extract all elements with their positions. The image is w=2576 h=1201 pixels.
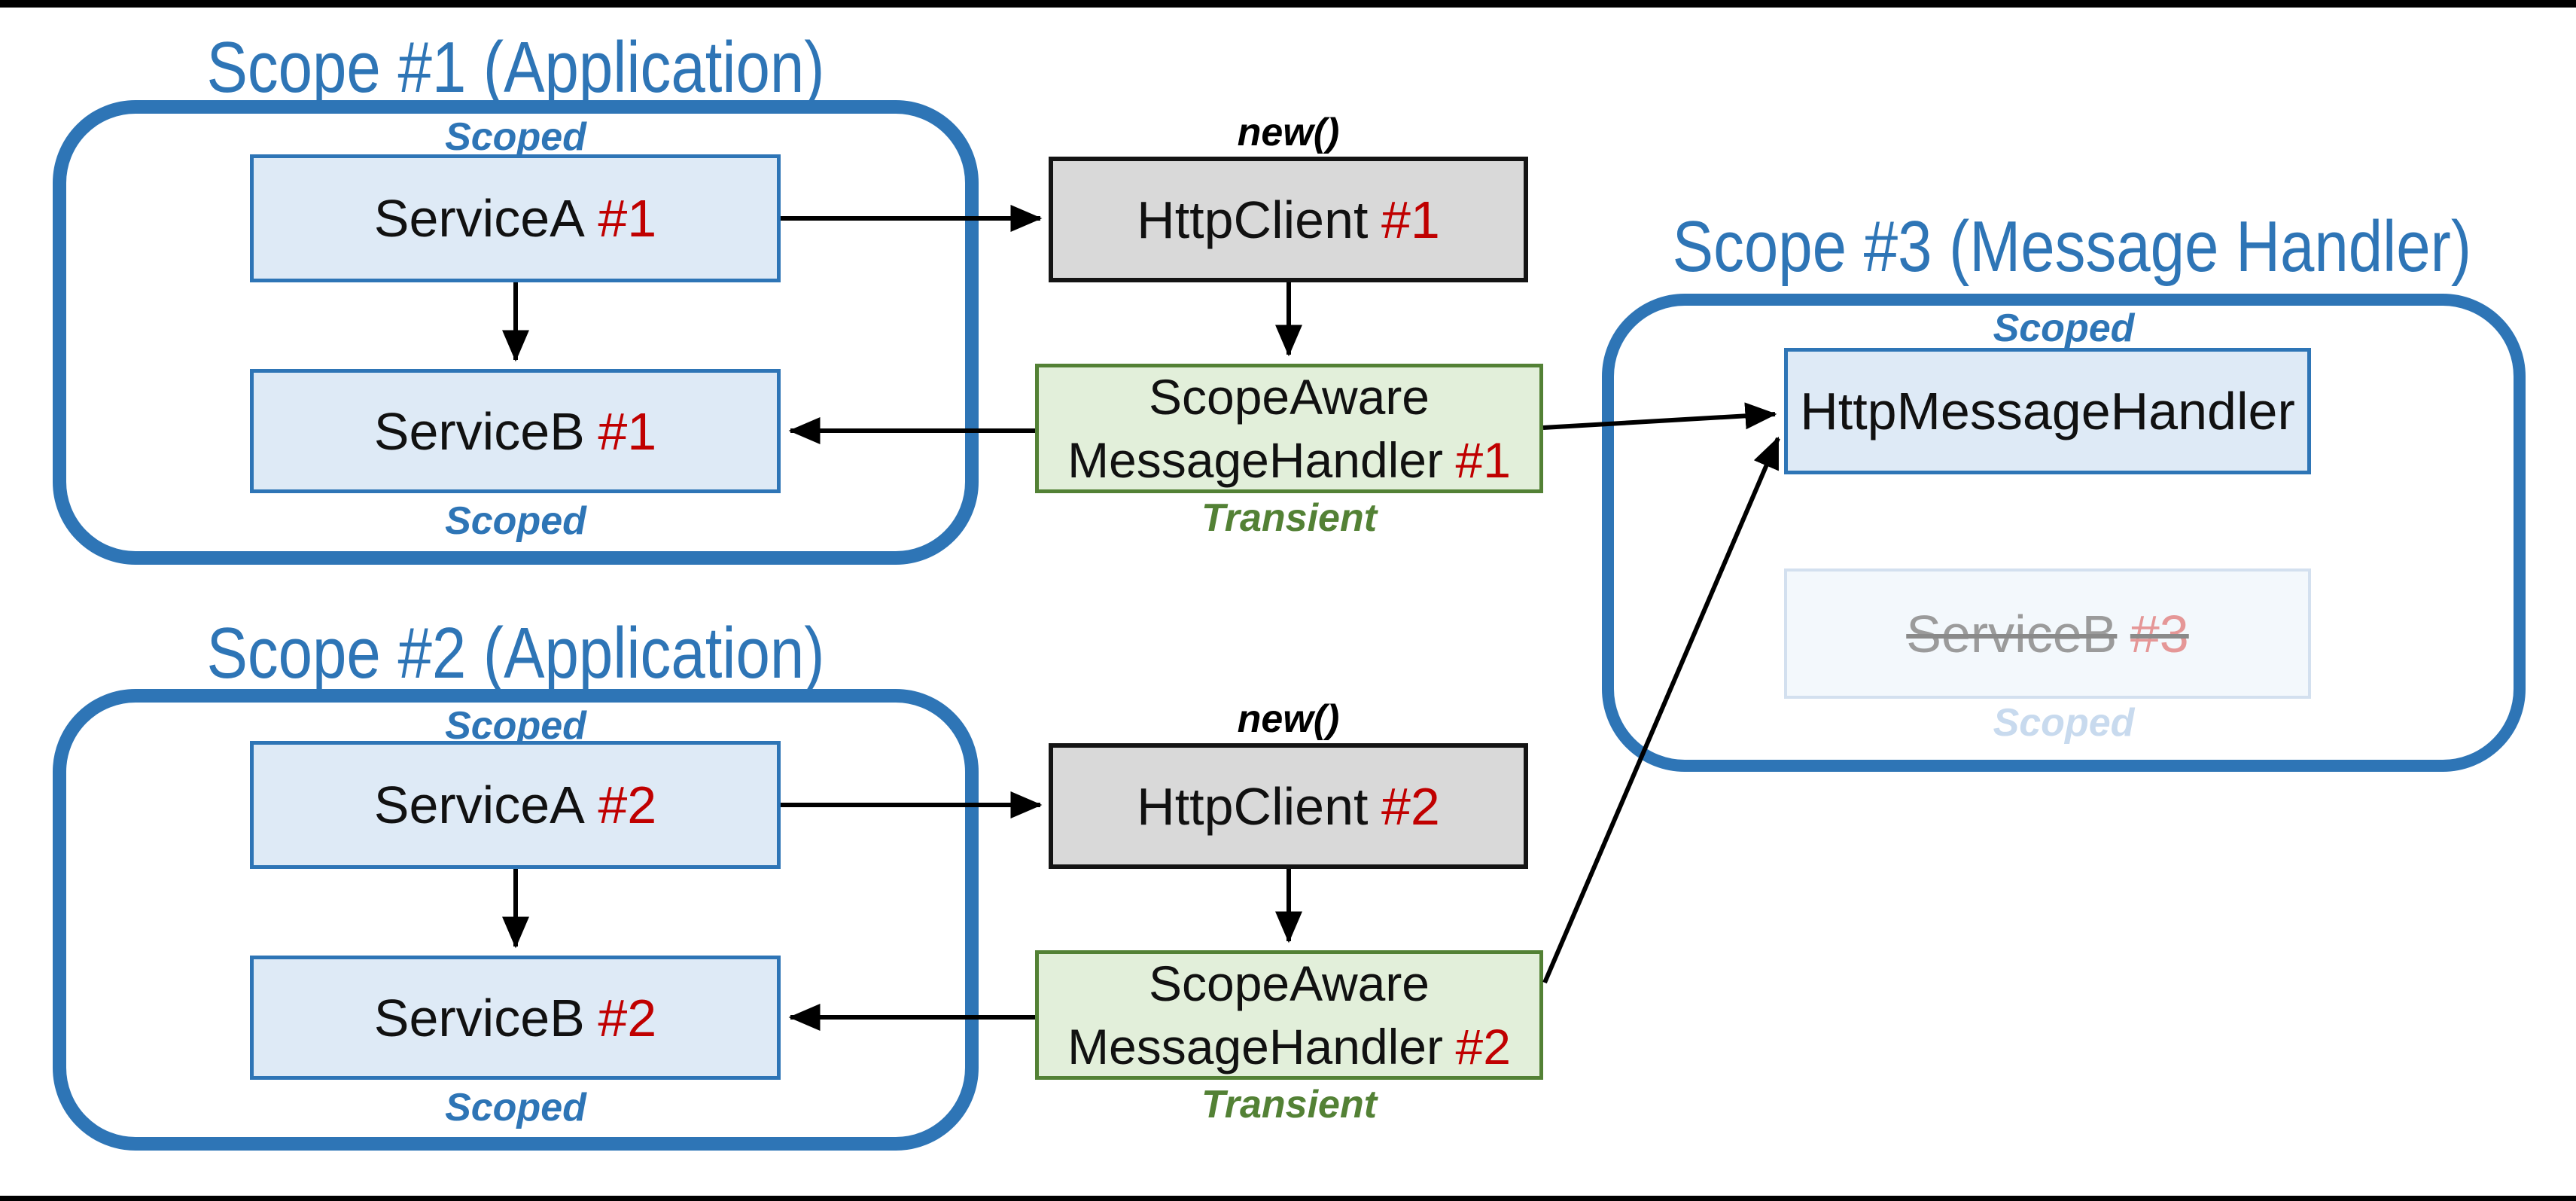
scopeaware-2-instance-id: #2 bbox=[1455, 1019, 1511, 1074]
node-httpclient-2: HttpClient#2 bbox=[1049, 743, 1528, 869]
servicea-1-instance-id: #1 bbox=[598, 189, 657, 248]
scope2-scoped-bottom-label: Scoped bbox=[445, 1086, 586, 1129]
httpclient-1-label: HttpClient bbox=[1137, 190, 1369, 249]
serviceb-2-instance-id: #2 bbox=[598, 988, 657, 1047]
scopeaware-2-line1: ScopeAware bbox=[1148, 956, 1430, 1011]
serviceb-3-instance-id: #3 bbox=[2130, 604, 2189, 663]
letterbox-top bbox=[0, 0, 2576, 8]
scope1-title: Scope #1 (Application) bbox=[206, 27, 825, 108]
servicea-2-instance-id: #2 bbox=[598, 776, 657, 834]
node-serviceb-2: ServiceB#2 bbox=[250, 956, 781, 1080]
scope3-scoped-top-label: Scoped bbox=[1993, 306, 2135, 350]
servicea-1-label: ServiceA bbox=[373, 189, 585, 248]
node-httpmessagehandler: HttpMessageHandler bbox=[1784, 348, 2311, 474]
servicea-2-label: ServiceA bbox=[373, 776, 585, 834]
scope3-title: Scope #3 (Message Handler) bbox=[1672, 206, 2472, 287]
node-servicea-1: ServiceA#1 bbox=[250, 154, 781, 282]
scope2-title: Scope #2 (Application) bbox=[206, 613, 825, 693]
httpclient-2-label: HttpClient bbox=[1137, 776, 1369, 836]
httpclient-1-instance-id: #1 bbox=[1381, 190, 1440, 249]
scope3-scoped-faded-label: Scoped bbox=[1993, 701, 2135, 745]
scopeaware-1-line2: MessageHandler#1 bbox=[1067, 432, 1511, 488]
scopeaware-2-line2: MessageHandler#2 bbox=[1067, 1019, 1511, 1074]
node-scopeaware-handler-1: ScopeAware MessageHandler#1 bbox=[1035, 364, 1543, 493]
serviceb-1-label: ServiceB bbox=[373, 401, 585, 461]
scopeaware-1-line1: ScopeAware bbox=[1148, 369, 1430, 425]
scope1-scoped-bottom-label: Scoped bbox=[445, 499, 586, 543]
letterbox-bottom bbox=[0, 1196, 2576, 1201]
httpmessagehandler-label: HttpMessageHandler bbox=[1800, 382, 2295, 440]
serviceb-2-label: ServiceB bbox=[373, 988, 585, 1047]
serviceb-3-label: ServiceB#3 bbox=[1906, 604, 2189, 663]
transient-label-2: Transient bbox=[1201, 1083, 1378, 1126]
scope1-scoped-top-label: Scoped bbox=[445, 115, 586, 159]
node-scopeaware-handler-2: ScopeAware MessageHandler#2 bbox=[1035, 950, 1543, 1080]
scope2-scoped-top-label: Scoped bbox=[445, 704, 586, 748]
node-serviceb-1: ServiceB#1 bbox=[250, 369, 781, 493]
node-httpclient-1: HttpClient#1 bbox=[1049, 157, 1528, 282]
node-serviceb-3-disposed: ServiceB#3 bbox=[1784, 568, 2311, 699]
serviceb-1-instance-id: #1 bbox=[598, 401, 657, 461]
new-label-1: new() bbox=[1237, 111, 1340, 154]
scopeaware-1-instance-id: #1 bbox=[1455, 432, 1511, 488]
new-label-2: new() bbox=[1237, 697, 1340, 741]
node-servicea-2: ServiceA#2 bbox=[250, 741, 781, 869]
transient-label-1: Transient bbox=[1201, 496, 1378, 540]
httpclient-2-instance-id: #2 bbox=[1381, 776, 1440, 836]
